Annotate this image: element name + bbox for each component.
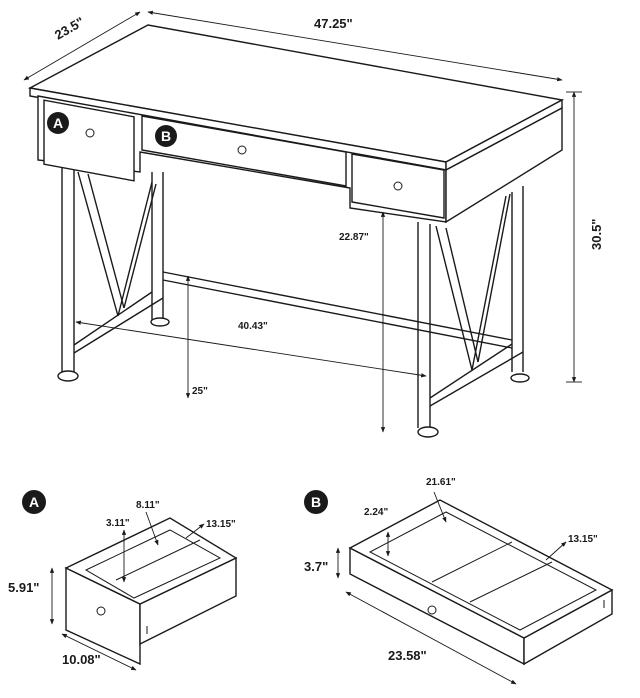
desk-height-label: 30.5" [589, 219, 604, 250]
drawer-b-inner-height-label: 2.24" [364, 507, 388, 518]
drawer-b-height-label: 3.7" [304, 559, 328, 574]
desk-apron-side [445, 106, 563, 224]
drawer-a-inner-depth-label: 8.11" [136, 500, 160, 511]
desk-knee-width-label: 40.43" [238, 321, 268, 332]
svg-text:B: B [161, 128, 171, 144]
drawer-b-depth-label: 13.15" [568, 534, 598, 545]
drawer-a-width-label: 10.08" [62, 652, 101, 667]
desk-drawing: A B [27, 24, 565, 438]
drawer-b-badge: B [304, 490, 328, 514]
drawer-c-front [351, 153, 445, 219]
desk-badge-a: A [47, 112, 69, 134]
drawer-b-inner-width-label: 21.61" [426, 477, 456, 488]
svg-text:A: A [29, 494, 39, 510]
drawer-b-width-label: 23.58" [388, 648, 427, 663]
drawer-a-inner-height-label: 3.11" [106, 518, 130, 529]
desk-knee-height-label: 22.87" [339, 232, 369, 243]
desk-floor-stretcher-label: 25" [192, 386, 208, 397]
drawer-b-detail: B 21.61" 2.24" 13.15" 3.7" 23.58" [304, 477, 614, 685]
drawer-a-knob [85, 128, 95, 138]
desk-depth-label: 23.5" [52, 14, 87, 43]
drawer-a-depth-label: 13.15" [206, 519, 236, 530]
desk-stretcher [162, 271, 513, 349]
drawer-a-badge: A [22, 490, 46, 514]
desk-left-leg-frame [57, 168, 170, 382]
desk-badge-b: B [155, 125, 177, 147]
drawer-a-height-label: 5.91" [8, 580, 39, 595]
svg-text:A: A [53, 115, 63, 131]
drawer-a-detail: A 8.11" 3.11" 13.15" 5.91" 10.08" [8, 490, 238, 671]
drawer-b-knob [237, 145, 247, 155]
desk-right-leg-frame [417, 186, 530, 438]
svg-text:B: B [311, 494, 321, 510]
drawer-c-knob [393, 181, 403, 191]
desk-dimensions: 23.5" 47.25" 30.5" 22.87" 40.43" 25" [23, 10, 604, 433]
drawer-b-front [141, 115, 347, 187]
desk-width-label: 47.25" [314, 16, 353, 31]
